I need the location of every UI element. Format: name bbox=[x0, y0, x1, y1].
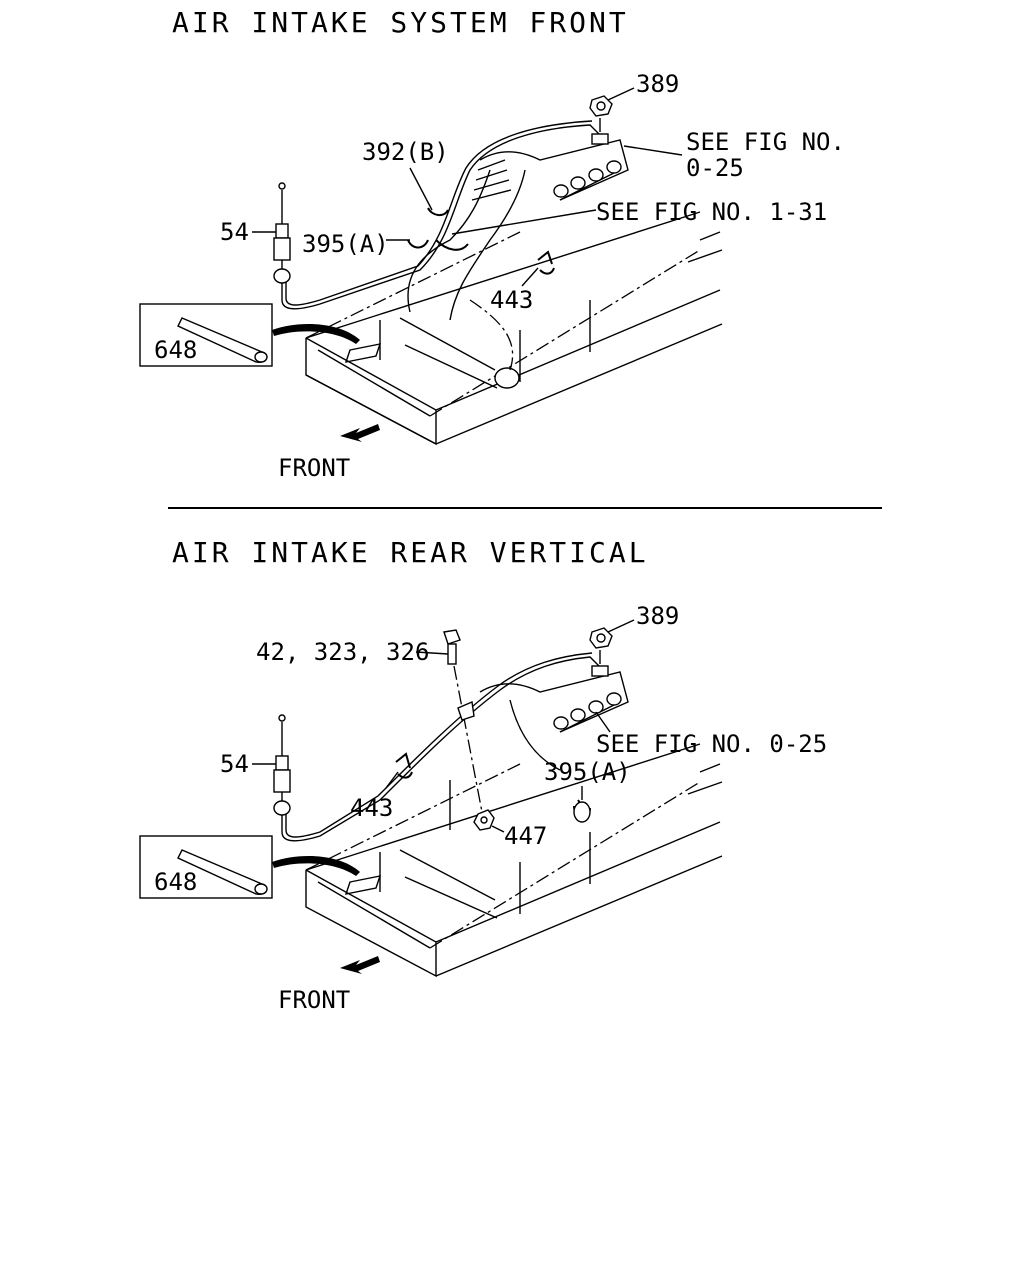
label-447: 447 bbox=[504, 822, 547, 850]
front-arrow bbox=[340, 424, 380, 442]
label-392b: 392(B) bbox=[362, 138, 449, 166]
leader-lines bbox=[252, 619, 635, 833]
part-54-connector bbox=[273, 714, 291, 816]
part-42-bolt bbox=[443, 629, 483, 813]
part-389-nut bbox=[589, 627, 613, 677]
ref-label-fig-0-25-line1: SEE FIG NO. bbox=[686, 128, 845, 156]
label-54: 54 bbox=[220, 750, 249, 778]
label-648: 648 bbox=[154, 868, 197, 896]
chassis-frame bbox=[305, 211, 723, 446]
part-443-clip bbox=[395, 752, 413, 779]
leader-lines bbox=[252, 87, 683, 287]
intake-pipe bbox=[399, 139, 629, 389]
label-395a: 395(A) bbox=[302, 230, 389, 258]
part-392-clamp bbox=[427, 207, 449, 216]
label-42-323-326: 42, 323, 326 bbox=[256, 638, 429, 666]
part-648-inset bbox=[139, 303, 360, 367]
label-front: FRONT bbox=[278, 986, 350, 1014]
intake-manifold bbox=[479, 671, 629, 771]
section-air-intake-rear-vertical: AIR INTAKE REAR VERTICAL bbox=[139, 536, 827, 1014]
label-389: 389 bbox=[636, 70, 679, 98]
chassis-frame bbox=[305, 743, 723, 978]
section-title: AIR INTAKE REAR VERTICAL bbox=[172, 536, 649, 569]
wiring-harness bbox=[281, 120, 601, 310]
part-54-connector bbox=[273, 182, 291, 284]
ref-label-fig-1-31: SEE FIG NO. 1-31 bbox=[596, 198, 827, 226]
label-395a: 395(A) bbox=[544, 758, 631, 786]
front-arrow bbox=[340, 956, 380, 974]
label-front: FRONT bbox=[278, 454, 350, 482]
label-54: 54 bbox=[220, 218, 249, 246]
part-389-nut bbox=[589, 95, 613, 145]
wiring-harness bbox=[281, 652, 601, 842]
label-443: 443 bbox=[490, 286, 533, 314]
part-443-clip bbox=[537, 250, 555, 275]
ref-label-fig-0-25: SEE FIG NO. 0-25 bbox=[596, 730, 827, 758]
label-443: 443 bbox=[350, 794, 393, 822]
label-389: 389 bbox=[636, 602, 679, 630]
label-648: 648 bbox=[154, 336, 197, 364]
ref-label-fig-0-25-line2: 0-25 bbox=[686, 154, 744, 182]
part-395-clamp bbox=[407, 239, 469, 251]
part-395-clamp bbox=[573, 799, 591, 823]
section-title: AIR INTAKE SYSTEM FRONT bbox=[172, 6, 629, 39]
section-air-intake-system-front: AIR INTAKE SYSTEM FRONT bbox=[139, 6, 845, 482]
part-447-nut bbox=[473, 809, 495, 831]
part-648-inset bbox=[139, 835, 360, 899]
